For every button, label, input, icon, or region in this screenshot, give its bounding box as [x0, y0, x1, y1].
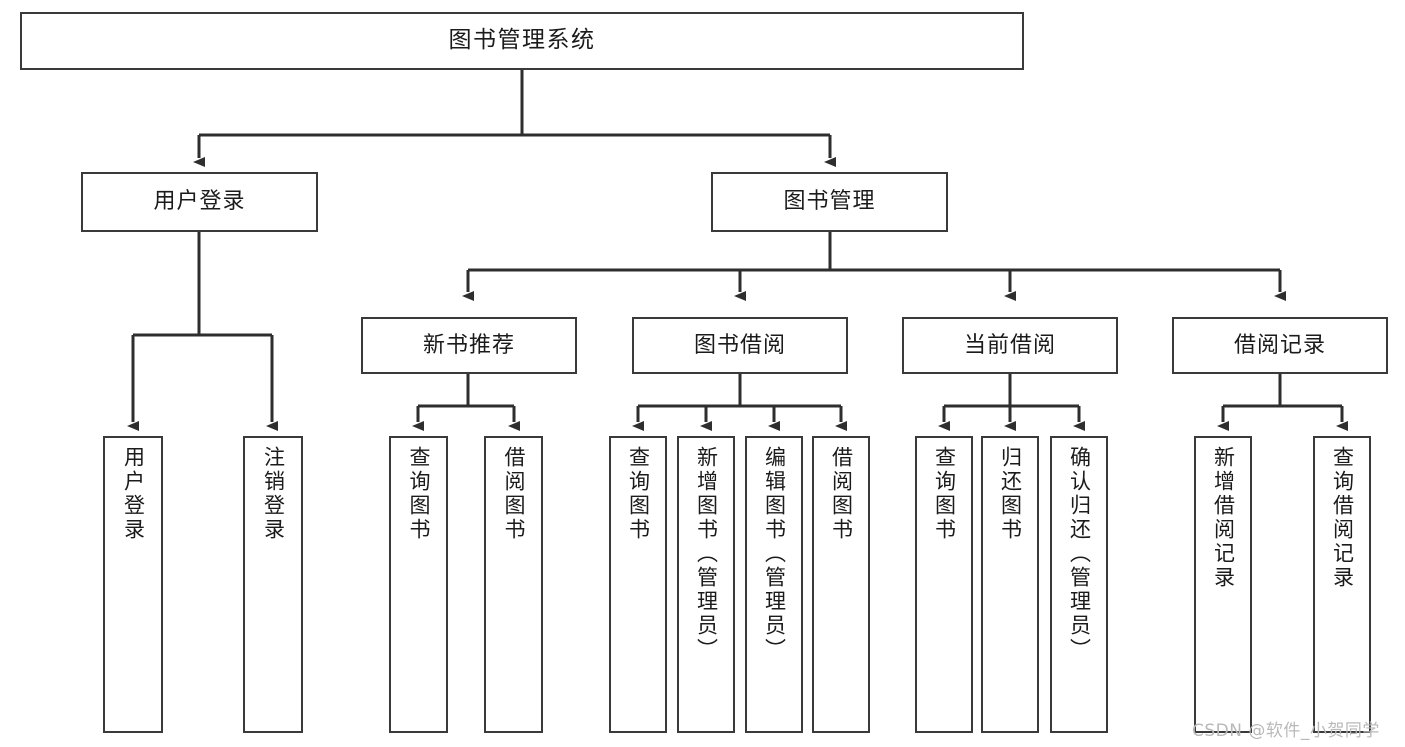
node-label: 注销登录 — [261, 446, 286, 542]
leaf-borrow-query-book[interactable]: 查询图书 — [609, 436, 667, 733]
node-borrow-records[interactable]: 借阅记录 — [1172, 317, 1388, 374]
node-label: 用户登录 — [121, 446, 146, 542]
node-label: 查询图书 — [407, 446, 431, 542]
node-label: 借阅图书 — [829, 446, 854, 542]
node-label: 新增图书（管理员） — [694, 446, 719, 662]
leaf-new-book-query[interactable]: 查询图书 — [389, 436, 448, 733]
node-label: 借阅记录 — [1233, 332, 1326, 358]
node-label: 当前借阅 — [963, 332, 1056, 358]
node-user-login[interactable]: 用户登录 — [81, 172, 318, 232]
leaf-current-return-book[interactable]: 归还图书 — [981, 436, 1039, 733]
leaf-user-login-signin[interactable]: 用户登录 — [103, 436, 163, 733]
leaf-user-login-signout[interactable]: 注销登录 — [243, 436, 303, 733]
node-label: 借阅图书 — [502, 446, 526, 542]
node-label: 新增借阅记录 — [1211, 446, 1236, 590]
node-book-borrow[interactable]: 图书借阅 — [632, 317, 848, 374]
node-new-book-recommend[interactable]: 新书推荐 — [361, 317, 577, 374]
node-label: 查询图书 — [626, 446, 651, 542]
node-label: 图书管理系统 — [448, 27, 596, 54]
leaf-current-confirm-return[interactable]: 确认归还（管理员） — [1050, 436, 1108, 733]
csdn-watermark: CSDN @软件_小贺同学 — [1192, 721, 1380, 741]
node-label: 图书管理 — [783, 189, 876, 215]
node-book-management[interactable]: 图书管理 — [711, 172, 948, 232]
node-label: 新书推荐 — [422, 332, 515, 358]
leaf-borrow-add-book[interactable]: 新增图书（管理员） — [677, 436, 735, 733]
leaf-current-query-book[interactable]: 查询图书 — [915, 436, 973, 733]
node-label: 用户登录 — [153, 189, 246, 215]
node-label: 查询图书 — [932, 446, 957, 542]
leaf-borrow-borrow-book[interactable]: 借阅图书 — [812, 436, 870, 733]
leaf-new-book-borrow[interactable]: 借阅图书 — [484, 436, 543, 733]
leaf-records-add[interactable]: 新增借阅记录 — [1194, 436, 1252, 733]
node-label: 编辑图书（管理员） — [762, 446, 787, 662]
leaf-borrow-edit-book[interactable]: 编辑图书（管理员） — [745, 436, 803, 733]
node-current-borrow[interactable]: 当前借阅 — [902, 317, 1118, 374]
node-root-system[interactable]: 图书管理系统 — [20, 12, 1024, 70]
node-label: 确认归还（管理员） — [1067, 446, 1092, 662]
node-label: 图书借阅 — [693, 332, 786, 358]
leaf-records-query[interactable]: 查询借阅记录 — [1313, 436, 1371, 733]
node-label: 归还图书 — [998, 446, 1023, 542]
node-label: 查询借阅记录 — [1330, 446, 1355, 590]
